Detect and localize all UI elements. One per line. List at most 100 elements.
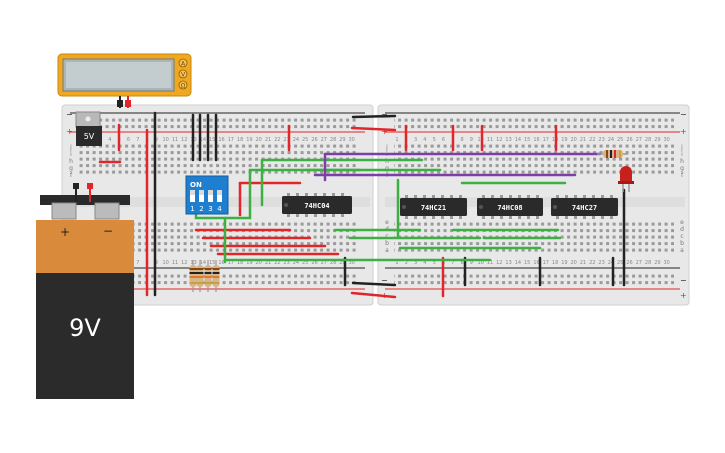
row-letter: j — [680, 144, 683, 151]
column-number: 24 — [293, 137, 299, 143]
multimeter[interactable]: AVΩ — [57, 53, 192, 108]
column-number: 9 — [155, 260, 158, 266]
column-number: 14 — [515, 260, 521, 266]
column-number: 22 — [274, 137, 280, 143]
resistor[interactable] — [212, 260, 220, 292]
meter-mode-button[interactable]: Ω — [178, 80, 188, 90]
column-number: 12 — [181, 260, 187, 266]
chip-label: 74HC27 — [572, 204, 597, 212]
column-number: 30 — [349, 137, 355, 143]
column-number: 17 — [228, 137, 234, 143]
column-number: 22 — [274, 260, 280, 266]
column-number: 30 — [349, 260, 355, 266]
column-number: 9 — [470, 137, 473, 143]
column-number: 12 — [496, 260, 502, 266]
chip-label: 74HC21 — [421, 204, 446, 212]
dip-on-label: ON — [190, 181, 202, 189]
ic-chip[interactable]: 74HC04 — [282, 193, 352, 217]
row-letter: f — [681, 172, 684, 179]
column-number: 20 — [256, 260, 262, 266]
dip-toggle[interactable]: 2 — [199, 190, 204, 213]
meter-mode-button[interactable]: A — [178, 58, 188, 68]
column-number: 14 — [515, 137, 521, 143]
ic-chip[interactable]: 74HC27 — [551, 195, 618, 219]
row-letter: e — [385, 219, 389, 226]
row-letter: a — [385, 247, 389, 254]
ic-chip[interactable]: 74HC08 — [477, 195, 543, 219]
column-number: 22 — [589, 137, 595, 143]
ic-chip[interactable]: 74HC21 — [400, 195, 467, 219]
column-number: 16 — [218, 260, 224, 266]
column-number: 29 — [654, 260, 660, 266]
column-number: 15 — [524, 260, 530, 266]
led-red[interactable] — [618, 166, 634, 192]
row-letter: h — [69, 158, 73, 165]
column-number: 18 — [552, 260, 558, 266]
wire-red[interactable] — [350, 291, 397, 299]
column-number: 6 — [442, 137, 445, 143]
resistor-bank[interactable] — [189, 260, 220, 292]
column-number: 11 — [172, 137, 178, 143]
dip-number: 1 — [190, 205, 194, 213]
row-letter: j — [69, 144, 72, 151]
row-letter: c — [680, 233, 683, 240]
column-number: 15 — [209, 260, 215, 266]
dip-toggle[interactable]: 4 — [217, 190, 222, 213]
column-number: 23 — [598, 137, 604, 143]
row-letter: g — [385, 165, 389, 172]
row-letter: i — [681, 151, 683, 158]
resistor[interactable] — [597, 150, 628, 158]
rail-minus-label: − — [381, 110, 388, 119]
column-number: 12 — [496, 137, 502, 143]
resistor[interactable] — [204, 260, 212, 292]
column-number: 25 — [302, 137, 308, 143]
wire-black[interactable] — [351, 114, 397, 119]
column-number: 17 — [543, 137, 549, 143]
row-letter: c — [385, 233, 388, 240]
meter-mode-button[interactable]: V — [178, 69, 188, 79]
battery-minus-label: − — [103, 224, 113, 238]
column-number: 27 — [636, 260, 642, 266]
dip-toggle[interactable]: 1 — [190, 190, 195, 213]
column-number: 13 — [190, 260, 196, 266]
wire-red[interactable] — [350, 126, 397, 132]
column-number: 7 — [451, 260, 454, 266]
wires[interactable] — [98, 111, 626, 299]
column-number: 9 — [470, 260, 473, 266]
column-number: 4 — [423, 137, 426, 143]
dip-number: 3 — [208, 205, 212, 213]
column-number: 8 — [461, 137, 464, 143]
column-number: 5 — [433, 137, 436, 143]
resistor[interactable] — [189, 260, 197, 292]
row-letter: h — [385, 158, 389, 165]
column-number: 4 — [108, 137, 111, 143]
wire-black[interactable] — [351, 281, 397, 287]
rail-plus-label: + — [680, 291, 687, 300]
column-number: 19 — [246, 137, 252, 143]
battery-plus-label: + — [60, 225, 70, 239]
dip-toggle[interactable]: 3 — [208, 190, 213, 213]
column-number: 23 — [283, 260, 289, 266]
column-number: 25 — [617, 137, 623, 143]
column-number: 20 — [256, 137, 262, 143]
column-number: 19 — [246, 260, 252, 266]
rail-minus-label: − — [680, 276, 687, 285]
row-letter: g — [680, 165, 684, 172]
battery-9v[interactable]: + − 9V — [36, 183, 134, 399]
column-number: 24 — [608, 137, 614, 143]
dip-number: 4 — [217, 205, 222, 213]
column-number: 28 — [330, 137, 336, 143]
column-number: 17 — [543, 260, 549, 266]
column-number: 19 — [561, 260, 567, 266]
voltage-regulator[interactable]: 5V — [75, 111, 102, 146]
column-number: 1 — [395, 260, 398, 266]
column-number: 28 — [645, 137, 651, 143]
row-letter: j — [385, 144, 388, 151]
rail-minus-label: − — [66, 110, 73, 119]
resistor[interactable] — [196, 260, 204, 292]
row-letter: d — [680, 226, 684, 233]
row-letter: i — [70, 151, 72, 158]
column-number: 14 — [200, 137, 206, 143]
